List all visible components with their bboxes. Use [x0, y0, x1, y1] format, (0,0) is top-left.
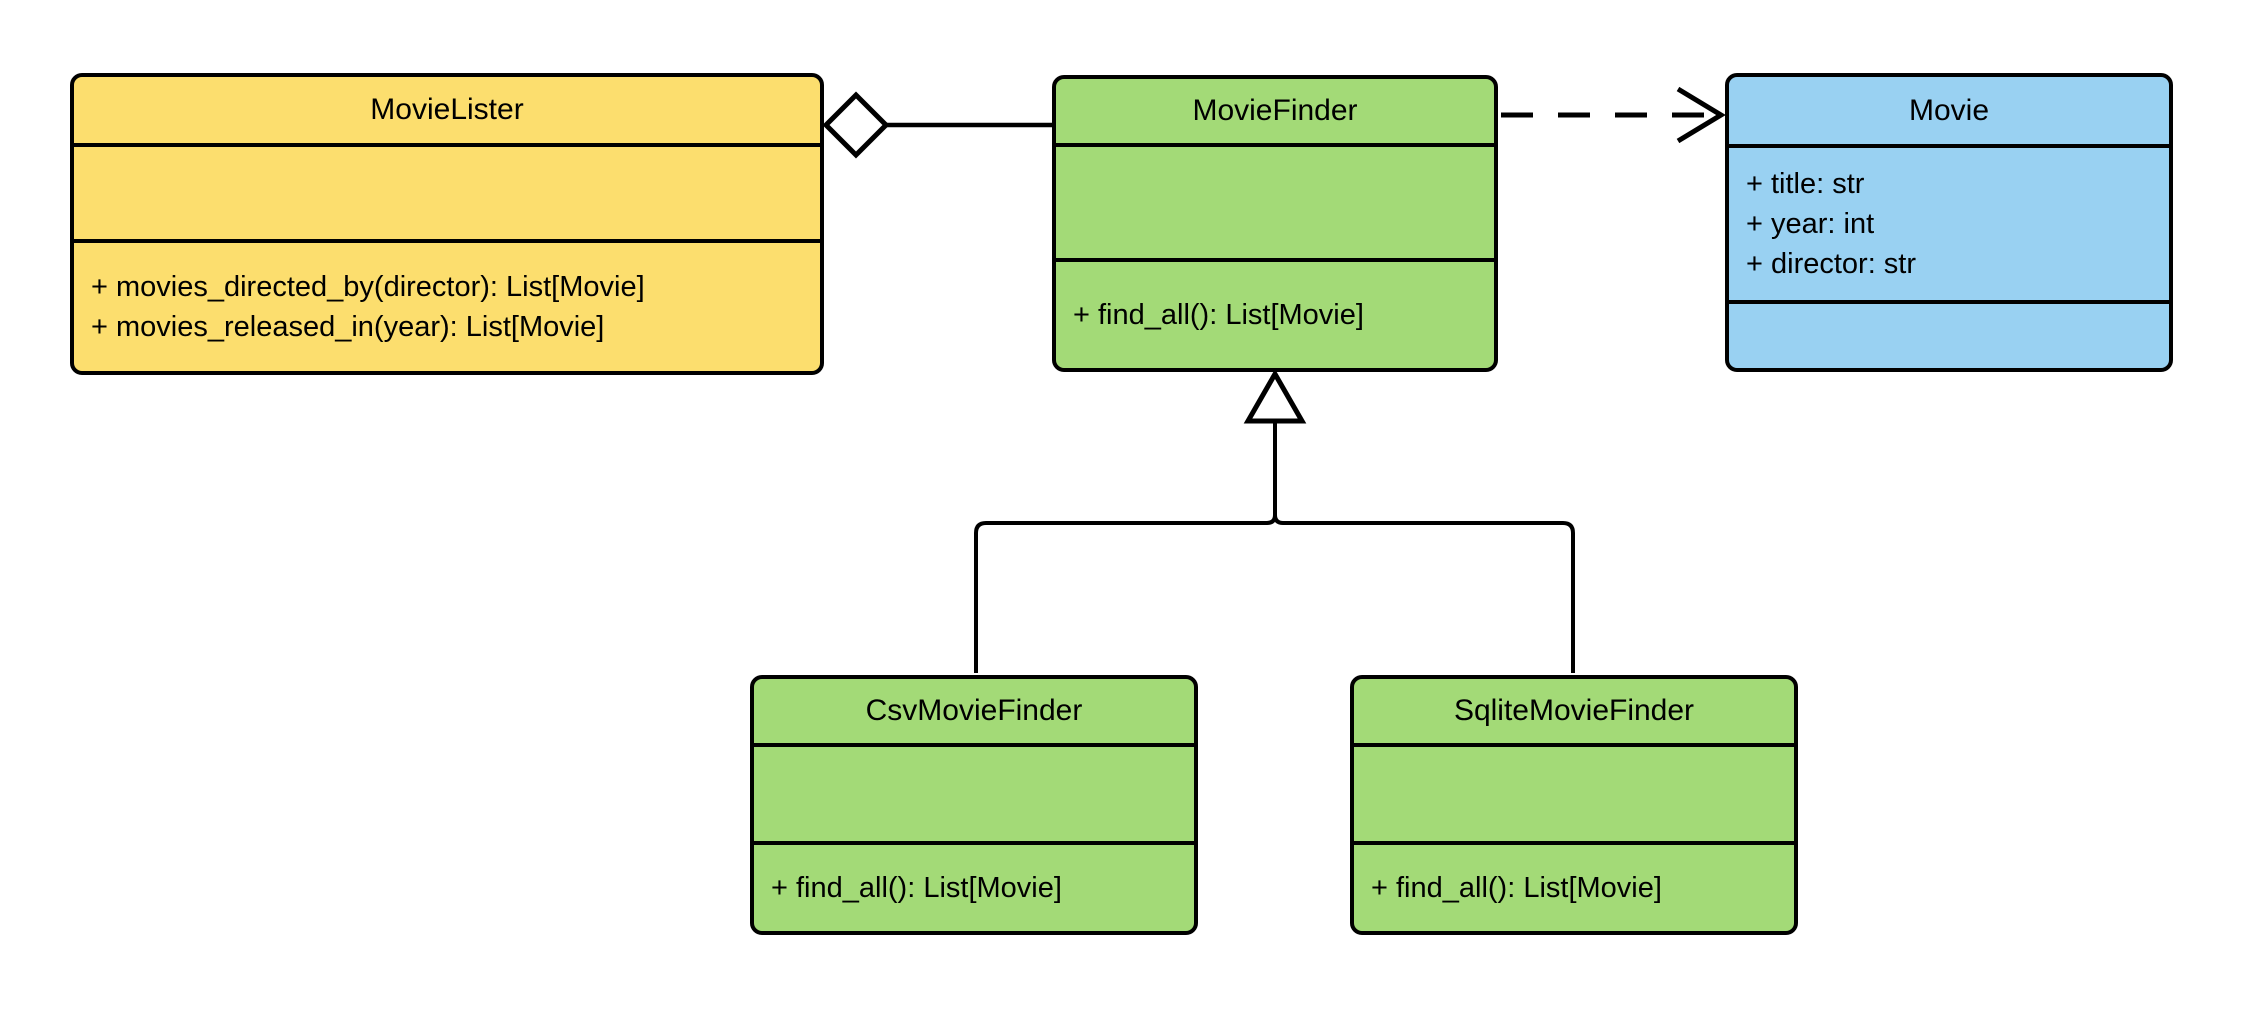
class-csvmoviefinder[interactable]: CsvMovieFinder + find_all(): List[Movie]	[750, 675, 1198, 935]
inheritance-branch-left	[974, 514, 1277, 673]
class-sqlitemoviefinder[interactable]: SqliteMovieFinder + find_all(): List[Mov…	[1350, 675, 1798, 935]
aggregation-connector-movielister-moviefinder	[822, 91, 1054, 159]
method-item: + find_all(): List[Movie]	[1073, 299, 1364, 331]
class-title-moviefinder: MovieFinder	[1056, 79, 1494, 147]
attribute-item: + year: int	[1746, 208, 1875, 240]
class-methods-movie	[1729, 304, 2169, 368]
class-attributes-csvmoviefinder	[754, 747, 1194, 845]
method-item: + movies_released_in(year): List[Movie]	[91, 311, 605, 343]
aggregation-diamond-icon	[822, 91, 890, 159]
method-item: + find_all(): List[Movie]	[1371, 872, 1662, 904]
method-item: + find_all(): List[Movie]	[771, 872, 1062, 904]
method-item: + movies_directed_by(director): List[Mov…	[91, 271, 645, 303]
class-methods-movielister: + movies_directed_by(director): List[Mov…	[74, 243, 820, 371]
class-title-sqlitemoviefinder: SqliteMovieFinder	[1354, 679, 1794, 747]
class-attributes-sqlitemoviefinder	[1354, 747, 1794, 845]
dependency-connector-moviefinder-movie	[1501, 86, 1726, 144]
class-title-movie: Movie	[1729, 77, 2169, 148]
class-attributes-movie: + title: str + year: int + director: str	[1729, 148, 2169, 304]
class-title-movielister: MovieLister	[74, 77, 820, 147]
inheritance-branch-right	[1273, 514, 1575, 673]
class-movielister[interactable]: MovieLister + movies_directed_by(directo…	[70, 73, 824, 375]
inheritance-connector	[974, 368, 1575, 673]
class-title-csvmoviefinder: CsvMovieFinder	[754, 679, 1194, 747]
class-methods-moviefinder: + find_all(): List[Movie]	[1056, 262, 1494, 368]
attribute-item: + director: str	[1746, 248, 1917, 280]
class-movie[interactable]: Movie + title: str + year: int + directo…	[1725, 73, 2173, 372]
dependency-arrowhead-icon	[1676, 86, 1726, 144]
class-attributes-moviefinder	[1056, 147, 1494, 262]
class-methods-csvmoviefinder: + find_all(): List[Movie]	[754, 845, 1194, 931]
class-attributes-movielister	[74, 147, 820, 243]
class-methods-sqlitemoviefinder: + find_all(): List[Movie]	[1354, 845, 1794, 931]
attribute-item: + title: str	[1746, 168, 1865, 200]
inheritance-triangle-icon	[1243, 368, 1307, 424]
class-moviefinder[interactable]: MovieFinder + find_all(): List[Movie]	[1052, 75, 1498, 372]
